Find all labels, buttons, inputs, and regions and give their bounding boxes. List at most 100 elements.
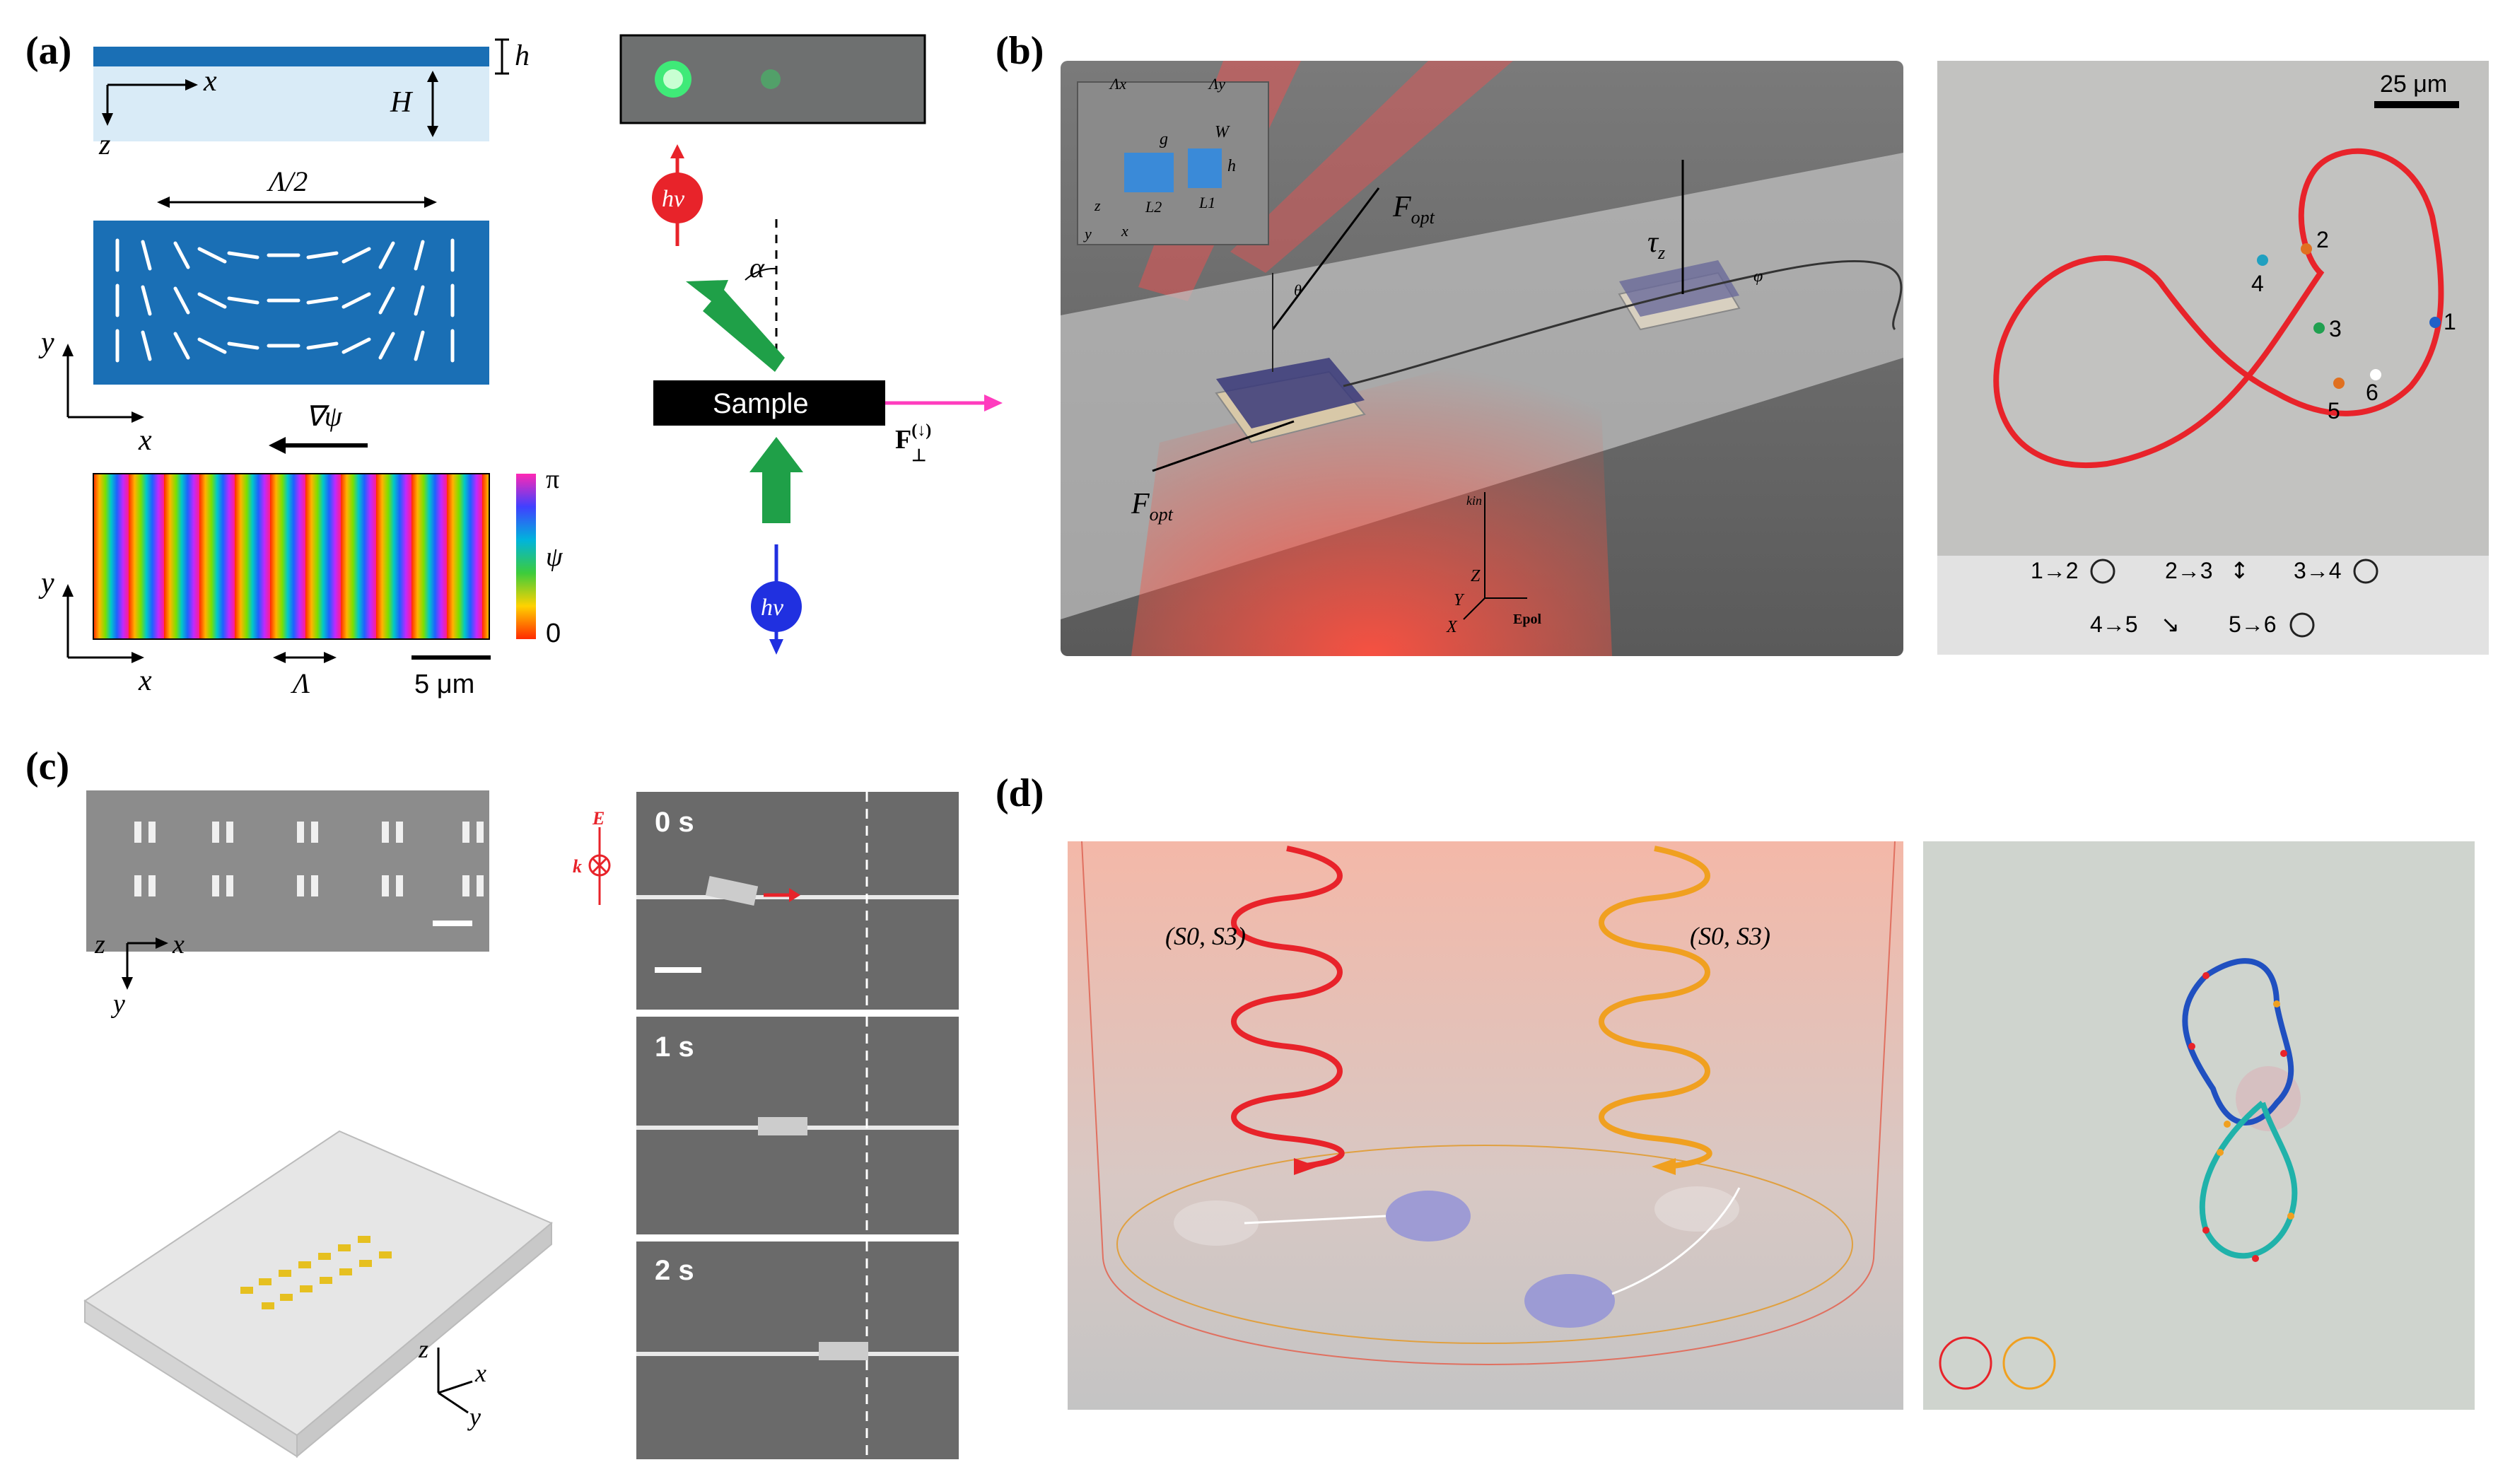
frame-0s bbox=[636, 792, 959, 1010]
phase-colorbar bbox=[516, 474, 536, 639]
point-4 bbox=[2257, 255, 2268, 266]
cbar-pi-label: π bbox=[546, 465, 559, 494]
sem-image bbox=[86, 790, 489, 952]
point-label-5: 5 bbox=[2328, 398, 2340, 423]
photon-red bbox=[652, 173, 703, 223]
axis-x-c2: x bbox=[474, 1359, 486, 1387]
cbar-zero-label: 0 bbox=[546, 619, 561, 648]
green-tilted-arrow bbox=[686, 280, 785, 372]
emission-spot-dim bbox=[761, 69, 781, 89]
helical-beam-render bbox=[1068, 841, 1903, 1410]
legend-orange-circle bbox=[2002, 1336, 2056, 1390]
point-label-6: 6 bbox=[2366, 380, 2378, 405]
orange-helix bbox=[1599, 846, 1712, 1169]
fopt-top-label: Fopt bbox=[1392, 191, 1435, 228]
inset-x: x bbox=[1121, 222, 1128, 240]
k-label: k bbox=[573, 856, 582, 877]
inset-l2: L2 bbox=[1145, 198, 1162, 216]
frame-2s bbox=[636, 1241, 959, 1459]
stokes-label-left: (S0, S3) bbox=[1165, 922, 1246, 950]
trajectory-markers bbox=[2188, 972, 2294, 1262]
photon-blue-label: hν bbox=[761, 595, 784, 621]
legend-2-3: 2→3 bbox=[2165, 558, 2213, 583]
lambda-half-label: Λ/2 bbox=[266, 165, 308, 197]
axis-z-label: z bbox=[98, 129, 110, 161]
photon-blue bbox=[751, 581, 802, 632]
axis-z-c: z bbox=[94, 930, 105, 959]
axis-x-label: x bbox=[203, 65, 217, 98]
panel-label-d: (d) bbox=[996, 771, 1044, 815]
point-label-3: 3 bbox=[2329, 316, 2342, 341]
epol-label: Epol bbox=[1513, 612, 1541, 627]
panel-label-a: (a) bbox=[25, 29, 72, 73]
fopt-left-label: Fopt bbox=[1131, 488, 1174, 525]
axis-Y: Y bbox=[1454, 591, 1465, 609]
nanoantenna-array bbox=[134, 822, 484, 896]
inset-y: y bbox=[1083, 225, 1092, 243]
legend-strip bbox=[1937, 556, 2489, 655]
point-1 bbox=[2429, 317, 2441, 328]
particle-d1 bbox=[1386, 1191, 1471, 1241]
trajectory-teal bbox=[2199, 1100, 2298, 1259]
inset-g: g bbox=[1160, 130, 1168, 148]
axis-z-c2: z bbox=[418, 1335, 428, 1363]
force-label: F(↓)⊥ bbox=[895, 421, 931, 465]
panel-label-b: (b) bbox=[996, 29, 1044, 73]
axis-X: X bbox=[1446, 618, 1458, 636]
particle-d2 bbox=[1524, 1274, 1615, 1328]
inset-lx: Λx bbox=[1109, 75, 1126, 93]
thickness-H-label: H bbox=[390, 86, 414, 119]
point-label-2: 2 bbox=[2316, 227, 2329, 252]
inset-ly: Λy bbox=[1208, 75, 1225, 93]
scale-label-b: 25 μm bbox=[2380, 71, 2447, 98]
scale-label: 5 μm bbox=[414, 670, 474, 699]
red-light-below bbox=[1131, 329, 1612, 656]
point-5 bbox=[2333, 378, 2345, 389]
stokes-label-right: (S0, S3) bbox=[1690, 922, 1770, 950]
thickness-h-label: h bbox=[515, 40, 530, 72]
panel-b-figure: Λx Λy g W h L2 L1 z y x Fopt Fopt θ τz φ… bbox=[1061, 61, 2489, 656]
point-2 bbox=[2301, 243, 2312, 255]
point-label-1: 1 bbox=[2444, 309, 2456, 334]
axis-x-c: x bbox=[172, 930, 185, 959]
trajectory-micrograph-d bbox=[1923, 841, 2475, 1410]
axis-y-c2: y bbox=[467, 1403, 481, 1431]
top-layer bbox=[93, 47, 489, 66]
trajectory-micrograph bbox=[1937, 61, 2489, 556]
kin-label: kin bbox=[1466, 493, 1482, 508]
red-beam-right bbox=[1230, 61, 1513, 273]
point-label-4: 4 bbox=[2251, 271, 2264, 296]
axis-x-label-3: x bbox=[138, 665, 152, 697]
panel-c-figure: z x y z x y E k 0 s 1 s 2 s bbox=[83, 790, 959, 1459]
inset-w: W bbox=[1215, 123, 1230, 141]
axis-y-c: y bbox=[110, 989, 125, 1019]
grad-psi-label: ∇ψ bbox=[305, 400, 343, 432]
sample-label: Sample bbox=[713, 388, 809, 419]
time-2s: 2 s bbox=[655, 1255, 694, 1286]
axis-Z: Z bbox=[1471, 567, 1481, 585]
time-0s: 0 s bbox=[655, 807, 694, 838]
panel-label-c: (c) bbox=[25, 744, 70, 788]
phase-map bbox=[93, 473, 490, 640]
legend-1-2: 1→2 bbox=[2031, 558, 2079, 583]
phi-label: φ bbox=[1753, 267, 1763, 286]
axis-x-label-2: x bbox=[138, 424, 152, 457]
cbar-psi-label: ψ bbox=[546, 542, 564, 572]
figure-eight-trajectory bbox=[1993, 148, 2444, 468]
panel-a-figure: x z h H Λ/2 y x ∇ψ bbox=[38, 34, 1003, 699]
legend-3-4: 3→4 bbox=[2294, 558, 2342, 583]
theta-label: θ bbox=[1294, 281, 1302, 299]
svg-text:↕: ↕ bbox=[2230, 557, 2249, 584]
axis-y-label-2: y bbox=[38, 567, 54, 600]
legend-5-6: 5→6 bbox=[2229, 612, 2277, 637]
legend-4-5: 4→5 bbox=[2090, 612, 2138, 637]
svg-text:↘: ↘ bbox=[2161, 611, 2180, 638]
green-up-arrow bbox=[749, 437, 803, 523]
point-3 bbox=[2313, 322, 2325, 334]
inset-h: h bbox=[1227, 157, 1236, 175]
director-field bbox=[93, 221, 489, 385]
red-helix bbox=[1231, 846, 1345, 1169]
gold-antennas bbox=[240, 1236, 392, 1309]
panel-d-figure: (S0, S3) (S0, S3) bbox=[1068, 841, 2475, 1410]
dish-outline bbox=[1116, 1145, 1853, 1344]
